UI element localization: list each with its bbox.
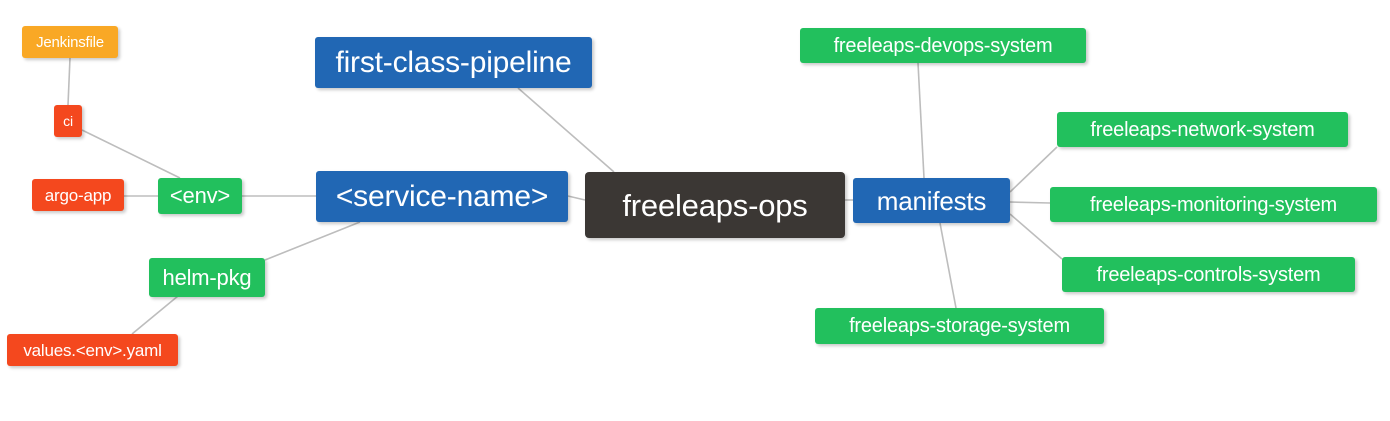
- node-manifests[interactable]: manifests: [853, 178, 1010, 223]
- edge-service-name-to-helm-pkg: [264, 221, 361, 261]
- edge-manifests-to-monitoring-system: [1009, 201, 1051, 204]
- edge-manifests-to-network-system: [1009, 146, 1058, 193]
- node-ci[interactable]: ci: [54, 105, 82, 137]
- node-service-name[interactable]: <service-name>: [316, 171, 568, 222]
- edge-env-to-ci: [81, 129, 181, 179]
- edge-manifests-to-storage-system: [939, 222, 957, 309]
- edge-ci-to-jenkinsfile: [67, 57, 71, 106]
- node-root[interactable]: freeleaps-ops: [585, 172, 845, 238]
- node-monitoring-system[interactable]: freeleaps-monitoring-system: [1050, 187, 1377, 222]
- node-values-yaml[interactable]: values.<env>.yaml: [7, 334, 178, 366]
- node-argo-app[interactable]: argo-app: [32, 179, 124, 211]
- node-helm-pkg[interactable]: helm-pkg: [149, 258, 265, 297]
- edge-manifests-to-devops-system: [917, 62, 925, 179]
- node-controls-system[interactable]: freeleaps-controls-system: [1062, 257, 1355, 292]
- node-env[interactable]: <env>: [158, 178, 242, 214]
- node-first-class[interactable]: first-class-pipeline: [315, 37, 592, 88]
- node-storage-system[interactable]: freeleaps-storage-system: [815, 308, 1104, 344]
- node-jenkinsfile[interactable]: Jenkinsfile: [22, 26, 118, 58]
- edge-root-to-service-name: [567, 195, 586, 201]
- edge-helm-pkg-to-values-yaml: [131, 295, 179, 335]
- edge-root-to-first-class: [517, 87, 615, 173]
- node-network-system[interactable]: freeleaps-network-system: [1057, 112, 1348, 147]
- node-devops-system[interactable]: freeleaps-devops-system: [800, 28, 1086, 63]
